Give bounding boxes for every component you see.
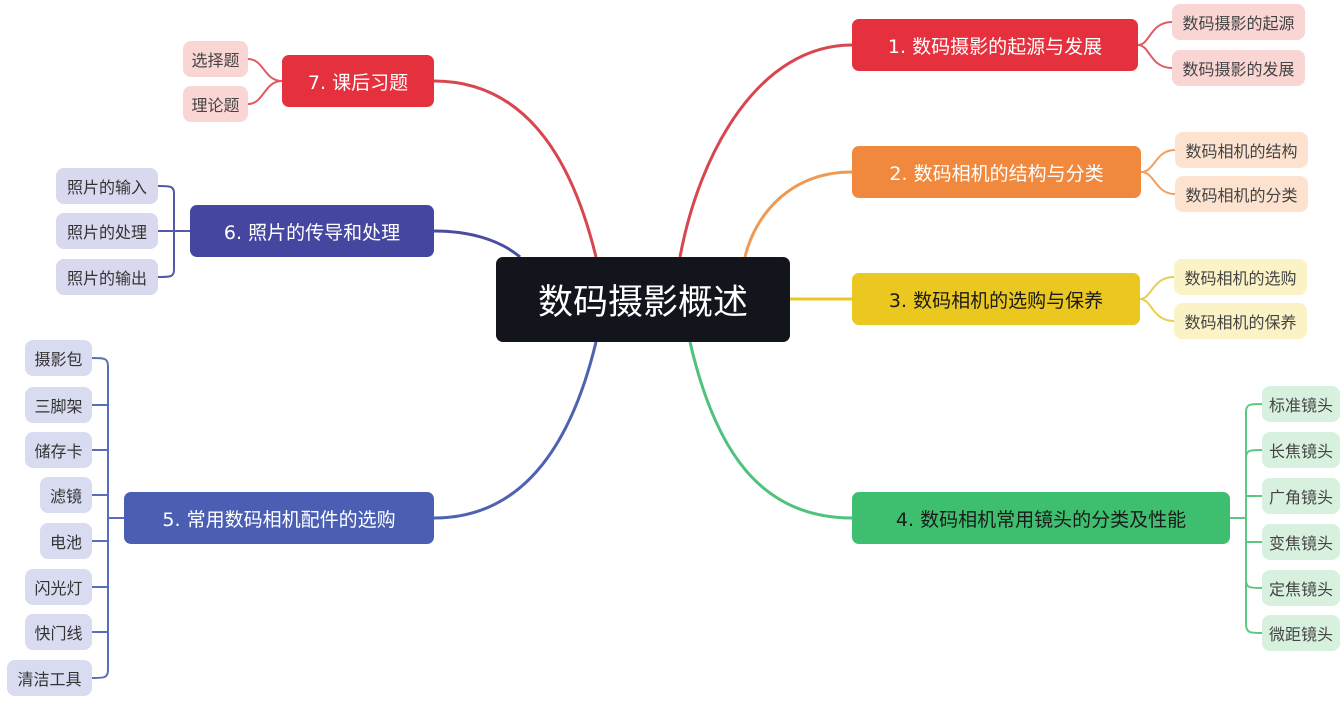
leaf-5-6[interactable]: 闪光灯: [25, 569, 92, 605]
leaf-4-3[interactable]: 广角镜头: [1262, 478, 1340, 514]
leaf-1-1[interactable]: 数码摄影的起源: [1172, 4, 1305, 40]
leaf-6-3[interactable]: 照片的输出: [56, 259, 158, 295]
link-root-b4: [688, 341, 853, 520]
leaf-4-5[interactable]: 定焦镜头: [1262, 570, 1340, 606]
leaf-7-2[interactable]: 理论题: [183, 86, 248, 122]
link-root-b6: [433, 229, 521, 259]
leaf-5-3[interactable]: 储存卡: [25, 432, 92, 468]
leaf-1-2[interactable]: 数码摄影的发展: [1172, 50, 1305, 86]
branch-3-purchase-maintenance[interactable]: 3. 数码相机的选购与保养: [852, 273, 1140, 325]
leaf-5-8[interactable]: 清洁工具: [7, 660, 92, 696]
leaf-3-1[interactable]: 数码相机的选购: [1174, 259, 1307, 295]
leaf-5-7[interactable]: 快门线: [25, 614, 92, 650]
branch-1-origin-development[interactable]: 1. 数码摄影的起源与发展: [852, 19, 1138, 71]
branch-6-photo-transfer-processing[interactable]: 6. 照片的传导和处理: [190, 205, 434, 257]
branch-7-exercises[interactable]: 7. 课后习题: [282, 55, 434, 107]
leaf-2-2[interactable]: 数码相机的分类: [1175, 176, 1308, 212]
root-topic[interactable]: 数码摄影概述: [496, 257, 790, 342]
leaf-4-1[interactable]: 标准镜头: [1262, 386, 1340, 422]
leaf-7-1[interactable]: 选择题: [183, 41, 248, 77]
link-root-b1: [678, 43, 853, 258]
link-root-b7: [433, 79, 598, 258]
leaf-5-1[interactable]: 摄影包: [25, 340, 92, 376]
link-root-b2: [743, 170, 853, 258]
branch-2-structure-classification[interactable]: 2. 数码相机的结构与分类: [852, 146, 1141, 198]
leaf-6-2[interactable]: 照片的处理: [56, 213, 158, 249]
leaf-4-4[interactable]: 变焦镜头: [1262, 524, 1340, 560]
branch-4-lenses[interactable]: 4. 数码相机常用镜头的分类及性能: [852, 492, 1230, 544]
leaf-2-1[interactable]: 数码相机的结构: [1175, 132, 1308, 168]
leaf-5-4[interactable]: 滤镜: [40, 477, 92, 513]
link-root-b5: [433, 341, 598, 520]
branch-5-accessories[interactable]: 5. 常用数码相机配件的选购: [124, 492, 434, 544]
leaf-4-6[interactable]: 微距镜头: [1262, 615, 1340, 651]
leaf-4-2[interactable]: 长焦镜头: [1262, 432, 1340, 468]
leaf-5-5[interactable]: 电池: [40, 523, 92, 559]
leaf-3-2[interactable]: 数码相机的保养: [1174, 303, 1307, 339]
leaf-6-1[interactable]: 照片的输入: [56, 168, 158, 204]
leaf-5-2[interactable]: 三脚架: [25, 387, 92, 423]
